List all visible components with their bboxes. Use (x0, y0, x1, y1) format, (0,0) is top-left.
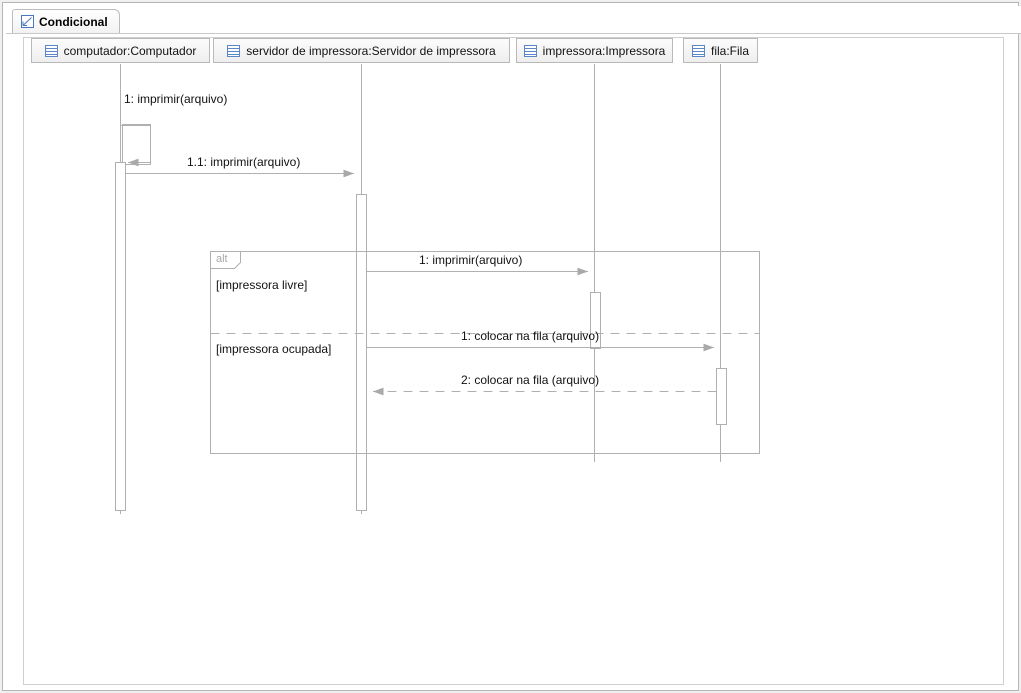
tab-label: Condicional (39, 14, 108, 29)
object-icon (523, 44, 537, 57)
fragment-operator-label: alt (216, 253, 228, 265)
tab-strip: Condicional (6, 6, 1021, 34)
lifeline-label: fila:Fila (711, 43, 750, 58)
diagram-tab-icon (21, 15, 34, 28)
message-label-colocar-na-fila-2: 2: colocar na fila (arquivo) (461, 373, 600, 387)
lifeline-stems (120, 64, 721, 514)
lifeline-label: computador:Computador (63, 43, 197, 58)
lifeline-label: servidor de impressora:Servidor de impre… (246, 43, 496, 58)
guard-condition-1: [impressora livre] (216, 278, 308, 292)
object-icon (44, 44, 58, 57)
activation-bars (115, 124, 727, 511)
message-label-1-1: 1.1: imprimir(arquivo) (187, 155, 301, 169)
object-icon (227, 44, 241, 57)
lifeline-head-servidor[interactable]: servidor de impressora:Servidor de impre… (213, 38, 510, 63)
diagram-canvas[interactable]: computador:Computador servidor de impres… (23, 37, 1004, 685)
lifeline-head-impressora[interactable]: impressora:Impressora (516, 38, 673, 63)
message-label-1: 1: imprimir(arquivo) (124, 92, 228, 106)
lifeline-head-computador[interactable]: computador:Computador (31, 38, 210, 63)
object-icon (692, 44, 705, 57)
diagram-canvas-inner: computador:Computador servidor de impres… (24, 38, 1003, 684)
tab-condicional[interactable]: Condicional (12, 9, 120, 33)
sequence-diagram-drawing (115, 64, 760, 514)
guard-condition-2: [impressora ocupada] (216, 342, 332, 356)
lifeline-head-fila[interactable]: fila:Fila (683, 38, 758, 63)
lifeline-label: impressora:Impressora (542, 43, 666, 58)
message-label-imprimir-impressora: 1: imprimir(arquivo) (419, 253, 523, 267)
message-label-colocar-na-fila-1: 1: colocar na fila (arquivo) (461, 329, 600, 343)
